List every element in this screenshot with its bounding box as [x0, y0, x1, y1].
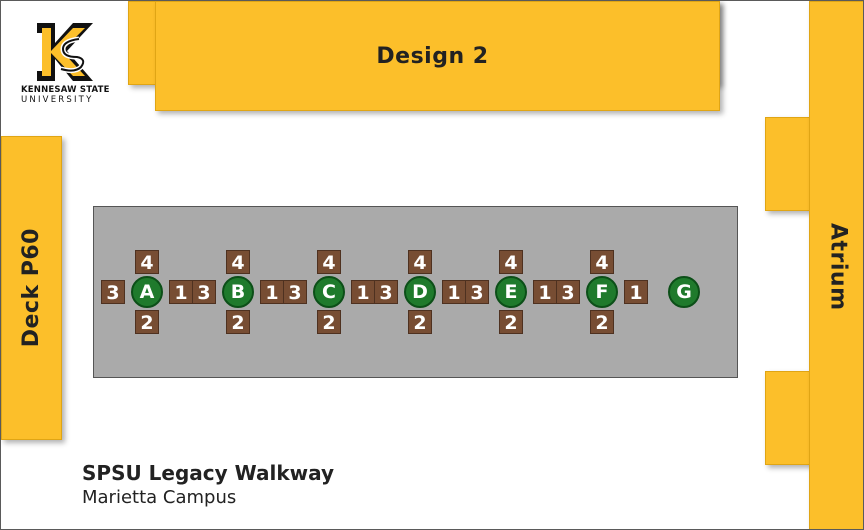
- spot-e-3[interactable]: 3: [465, 280, 489, 304]
- building-atrium-label: Atrium: [825, 223, 851, 311]
- building-deck-p60[interactable]: Deck P60: [1, 136, 62, 440]
- spot-f-1[interactable]: 1: [624, 280, 648, 304]
- spot-b-2[interactable]: 2: [226, 310, 250, 334]
- spot-d-1[interactable]: 1: [442, 280, 466, 304]
- spot-c-2[interactable]: 2: [317, 310, 341, 334]
- spot-e-1[interactable]: 1: [533, 280, 557, 304]
- spot-f-2[interactable]: 2: [590, 310, 614, 334]
- spot-c-3[interactable]: 3: [283, 280, 307, 304]
- building-design2[interactable]: Design 2: [155, 1, 720, 111]
- spot-a-4[interactable]: 4: [135, 250, 159, 274]
- station-c-label: C: [322, 281, 336, 303]
- station-g[interactable]: G: [668, 276, 700, 308]
- ks-monogram-icon: [37, 23, 93, 81]
- station-e[interactable]: E: [495, 276, 527, 308]
- map-title: SPSU Legacy Walkway: [82, 461, 335, 485]
- spot-c-1[interactable]: 1: [351, 280, 375, 304]
- spot-f-3[interactable]: 3: [556, 280, 580, 304]
- spot-c-4[interactable]: 4: [317, 250, 341, 274]
- station-d[interactable]: D: [404, 276, 436, 308]
- spot-d-3[interactable]: 3: [374, 280, 398, 304]
- station-g-label: G: [676, 281, 692, 303]
- station-f-label: F: [595, 281, 609, 303]
- station-c[interactable]: C: [313, 276, 345, 308]
- station-a[interactable]: A: [131, 276, 163, 308]
- spot-b-4[interactable]: 4: [226, 250, 250, 274]
- station-a-label: A: [139, 281, 155, 303]
- spot-f-4[interactable]: 4: [590, 250, 614, 274]
- station-b[interactable]: B: [222, 276, 254, 308]
- logo-university-line2: UNIVERSITY: [21, 95, 94, 105]
- spot-a-3[interactable]: 3: [101, 280, 125, 304]
- station-e-label: E: [504, 281, 518, 303]
- spot-d-2[interactable]: 2: [408, 310, 432, 334]
- building-deck-p60-label: Deck P60: [19, 228, 44, 348]
- spot-b-1[interactable]: 1: [260, 280, 284, 304]
- spot-e-2[interactable]: 2: [499, 310, 523, 334]
- spot-e-4[interactable]: 4: [499, 250, 523, 274]
- building-atrium[interactable]: Atrium: [809, 1, 863, 529]
- station-b-label: B: [230, 281, 246, 303]
- building-design2-label: Design 2: [376, 43, 489, 69]
- spot-b-3[interactable]: 3: [192, 280, 216, 304]
- station-d-label: D: [412, 281, 428, 303]
- spot-a-2[interactable]: 2: [135, 310, 159, 334]
- map-subtitle: Marietta Campus: [82, 487, 237, 508]
- station-f[interactable]: F: [586, 276, 618, 308]
- logo-university-line1: KENNESAW STATE: [21, 85, 110, 95]
- spot-a-1[interactable]: 1: [169, 280, 193, 304]
- spot-d-4[interactable]: 4: [408, 250, 432, 274]
- kennesaw-state-logo: KENNESAW STATE UNIVERSITY: [21, 19, 115, 105]
